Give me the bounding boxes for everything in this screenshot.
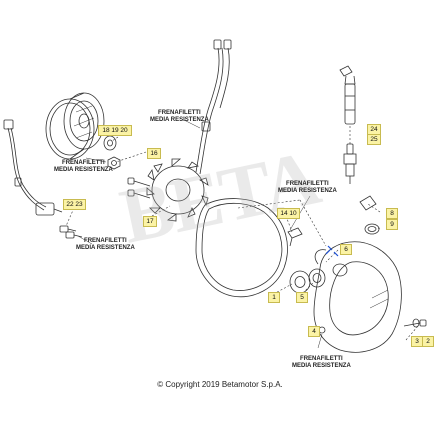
copyright-notice: © Copyright 2019 Betamotor S.p.A. xyxy=(157,380,283,389)
callout-16[interactable]: 16 xyxy=(147,148,161,159)
callout-25[interactable]: 25 xyxy=(367,134,381,145)
washer-and-nut xyxy=(103,135,121,170)
callout-5[interactable]: 5 xyxy=(296,292,308,303)
bearing xyxy=(308,268,326,288)
stator-wires xyxy=(195,39,232,175)
callout-17[interactable]: 17 xyxy=(143,216,157,227)
callout-2[interactable]: 2 xyxy=(422,336,434,347)
note-leaders xyxy=(77,119,323,349)
oil-seal xyxy=(289,270,311,294)
stator xyxy=(146,158,209,222)
cover-bolts xyxy=(403,318,427,328)
ignition-cover-gasket xyxy=(195,198,288,298)
callout-6[interactable]: 6 xyxy=(340,244,352,255)
ignition-cover xyxy=(313,241,402,353)
callout-4[interactable]: 4 xyxy=(308,326,320,337)
callout-18-19-20[interactable]: 18 19 20 xyxy=(98,125,132,136)
pickup-wire-harness xyxy=(3,119,63,216)
callout-1[interactable]: 1 xyxy=(268,292,280,303)
callout-8[interactable]: 8 xyxy=(386,208,398,219)
cable-clip xyxy=(287,227,303,247)
inspection-plug xyxy=(359,195,380,235)
callout-14-10[interactable]: 14 10 xyxy=(277,208,300,219)
spark-plug xyxy=(343,143,357,184)
locating-ring xyxy=(314,249,327,265)
spark-plug-cap xyxy=(339,65,356,125)
highlight-arrows xyxy=(325,245,339,257)
flywheel-rotor xyxy=(45,92,105,160)
stator-bolts xyxy=(127,177,151,199)
callout-9[interactable]: 9 xyxy=(386,219,398,230)
callout-22-23[interactable]: 22 23 xyxy=(63,199,86,210)
